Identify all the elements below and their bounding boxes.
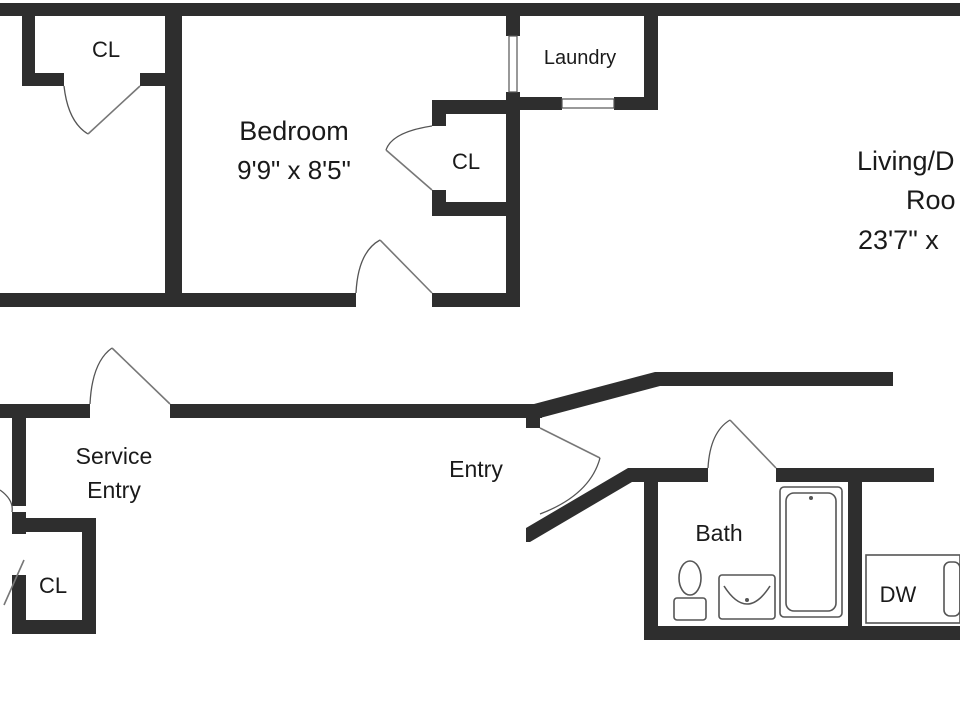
bath-label: Bath: [695, 520, 742, 546]
bath-top-wall-left: [644, 468, 708, 482]
lower-closet-left-wall: [12, 575, 26, 634]
bath-door-swing: [707, 419, 731, 469]
living-room-label-line2: Roo: [906, 185, 956, 215]
bath-left-wall: [644, 468, 658, 640]
kitchen-counter: [865, 554, 960, 624]
laundry-left-wall-top: [506, 14, 520, 36]
bath-door-leaf: [729, 419, 777, 469]
bath-right-wall: [848, 468, 862, 640]
dishwasher-label: DW: [880, 582, 917, 607]
service-entry-label-line1: Service: [76, 443, 153, 469]
top-exterior-wall: [0, 3, 960, 16]
bedroom-closet-bottom-wall: [432, 202, 520, 216]
closet-left-wall: [22, 14, 35, 86]
windows: [508, 35, 615, 109]
closet-bottom-wall-left: [22, 73, 64, 86]
bedroom-closet-top-wall: [432, 100, 520, 114]
bedroom-door-leaf: [379, 239, 433, 294]
closet-bottom-left-label: CL: [39, 573, 67, 598]
service-entry-label-line2: Entry: [87, 477, 141, 503]
walls: [0, 3, 960, 640]
lower-closet-top-wall: [12, 518, 96, 532]
entry-label: Entry: [449, 456, 503, 482]
bathtub-fixture: [779, 486, 843, 618]
service-door-swing: [89, 347, 113, 405]
laundry-window-vertical: [508, 35, 518, 93]
lower-closet-bottom-wall: [12, 620, 96, 634]
bath-bottom-wall: [644, 626, 960, 640]
entry-angled-wall: [526, 468, 662, 542]
service-entry-left-wall: [12, 404, 26, 506]
service-door-leaf: [111, 347, 171, 405]
bedroom-name-label: Bedroom: [239, 116, 349, 146]
toilet-fixture: [673, 560, 707, 621]
living-room-dims-label: 23'7" x: [858, 225, 939, 255]
entry-door-swing: [539, 457, 601, 515]
bedroom-left-wall: [165, 14, 182, 306]
living-room-label-line1: Living/D: [857, 146, 955, 176]
bedroom-closet-door-swing: [385, 125, 433, 151]
bedroom-closet-label: CL: [452, 149, 480, 174]
corridor-wall-main: [170, 404, 542, 418]
bedroom-right-wall: [506, 92, 520, 307]
room-labels: CL Bedroom 9'9" x 8'5" Laundry CL Living…: [39, 37, 956, 607]
corridor-wall-angled: [534, 372, 893, 418]
entry-door-leaf: [539, 427, 601, 459]
doors: [0, 85, 777, 606]
laundry-window-horizontal: [561, 98, 615, 109]
bedroom-closet-door-leaf: [385, 149, 433, 191]
lower-closet-door-leaf: [3, 559, 25, 606]
bedroom-dims-label: 9'9" x 8'5": [237, 155, 351, 185]
closet-top-left-label: CL: [92, 37, 120, 62]
sink-fixture: [718, 574, 776, 620]
laundry-bottom-wall-left: [506, 97, 562, 110]
kitchen-top-wall: [862, 468, 934, 482]
fixtures: [673, 486, 960, 624]
laundry-right-wall: [644, 14, 658, 110]
bedroom-door-swing: [355, 239, 381, 294]
closet-door-leaf: [87, 85, 141, 135]
closet-bottom-wall-right: [140, 73, 170, 86]
entry-left-post: [526, 404, 540, 428]
closet-door-swing: [63, 85, 89, 135]
bedroom-bottom-wall-right: [432, 293, 520, 307]
lower-closet-right-wall: [82, 518, 96, 634]
bedroom-closet-left-stub-top: [432, 100, 446, 126]
lower-closet-door-swing: [0, 489, 13, 513]
laundry-label: Laundry: [544, 47, 616, 69]
bedroom-bottom-wall-left: [0, 293, 356, 307]
